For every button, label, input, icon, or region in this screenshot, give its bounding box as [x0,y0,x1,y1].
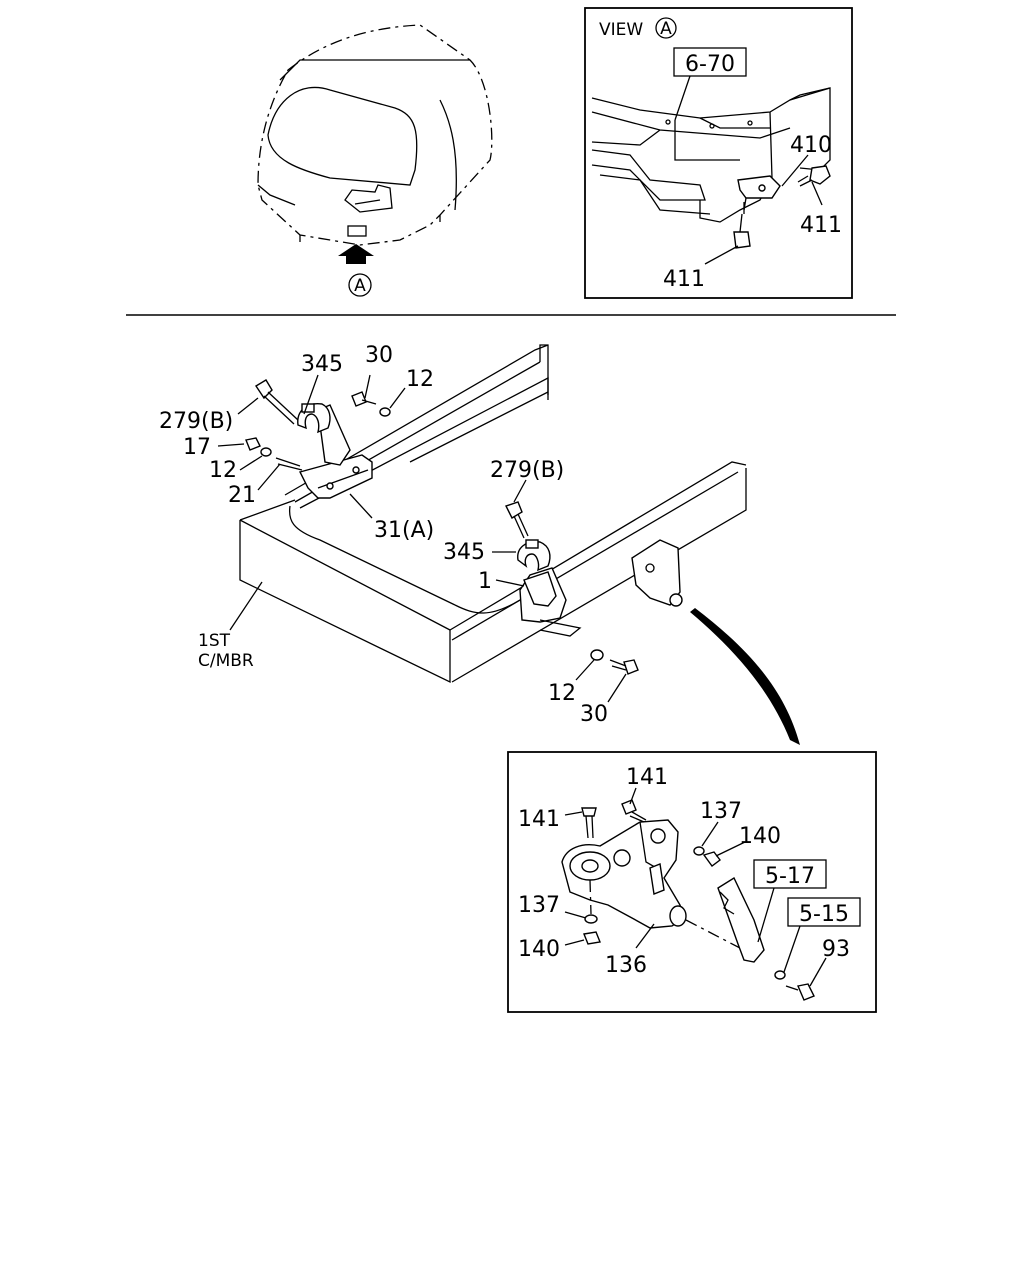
label-140-bottom: 140 [518,937,560,962]
ref-label-6-70: 6-70 [685,52,735,77]
label-141-top: 141 [626,765,668,790]
label-17: 17 [183,435,211,460]
label-member-line2: C/MBR [198,651,254,671]
label-137-bottom: 137 [518,893,560,918]
label-137-top: 137 [700,799,742,824]
view-title-letter: A [660,19,672,39]
label-30-upper: 30 [365,343,393,368]
label-410: 410 [790,133,832,158]
label-member-line1: 1ST [198,631,231,651]
mount-detail-box: 5-17 5-15 141 141 137 140 137 140 136 93 [507,751,877,1013]
view-arrow-icon [338,244,374,264]
ref-label-5-15: 5-15 [799,902,849,927]
label-93: 93 [822,937,850,962]
frame-assembly: 345 30 12 279(B) 17 12 21 31(A) 279(B) 3… [159,343,800,745]
cab-overview: A [257,24,493,297]
label-345-lower: 345 [443,540,485,565]
label-345-upper: 345 [301,352,343,377]
label-21: 21 [228,483,256,508]
label-12-mid: 12 [209,458,237,483]
label-12-lower: 12 [548,681,576,706]
detail-arrow-icon [690,608,800,745]
label-279b-upper: 279(B) [159,409,233,434]
view-a-box: VIEW A 6-70 410 411 411 [584,7,853,299]
label-30-lower: 30 [580,702,608,727]
label-136: 136 [605,953,647,978]
label-1: 1 [478,569,492,594]
view-marker-letter: A [354,276,366,296]
label-411-right: 411 [800,213,842,238]
label-140-top: 140 [739,824,781,849]
label-12-upper: 12 [406,367,434,392]
label-411-bottom: 411 [663,267,705,292]
label-141-left: 141 [518,807,560,832]
ref-label-5-17: 5-17 [765,864,815,889]
label-279b-lower: 279(B) [490,458,564,483]
label-31a: 31(A) [374,518,434,543]
view-title: VIEW [599,20,643,40]
